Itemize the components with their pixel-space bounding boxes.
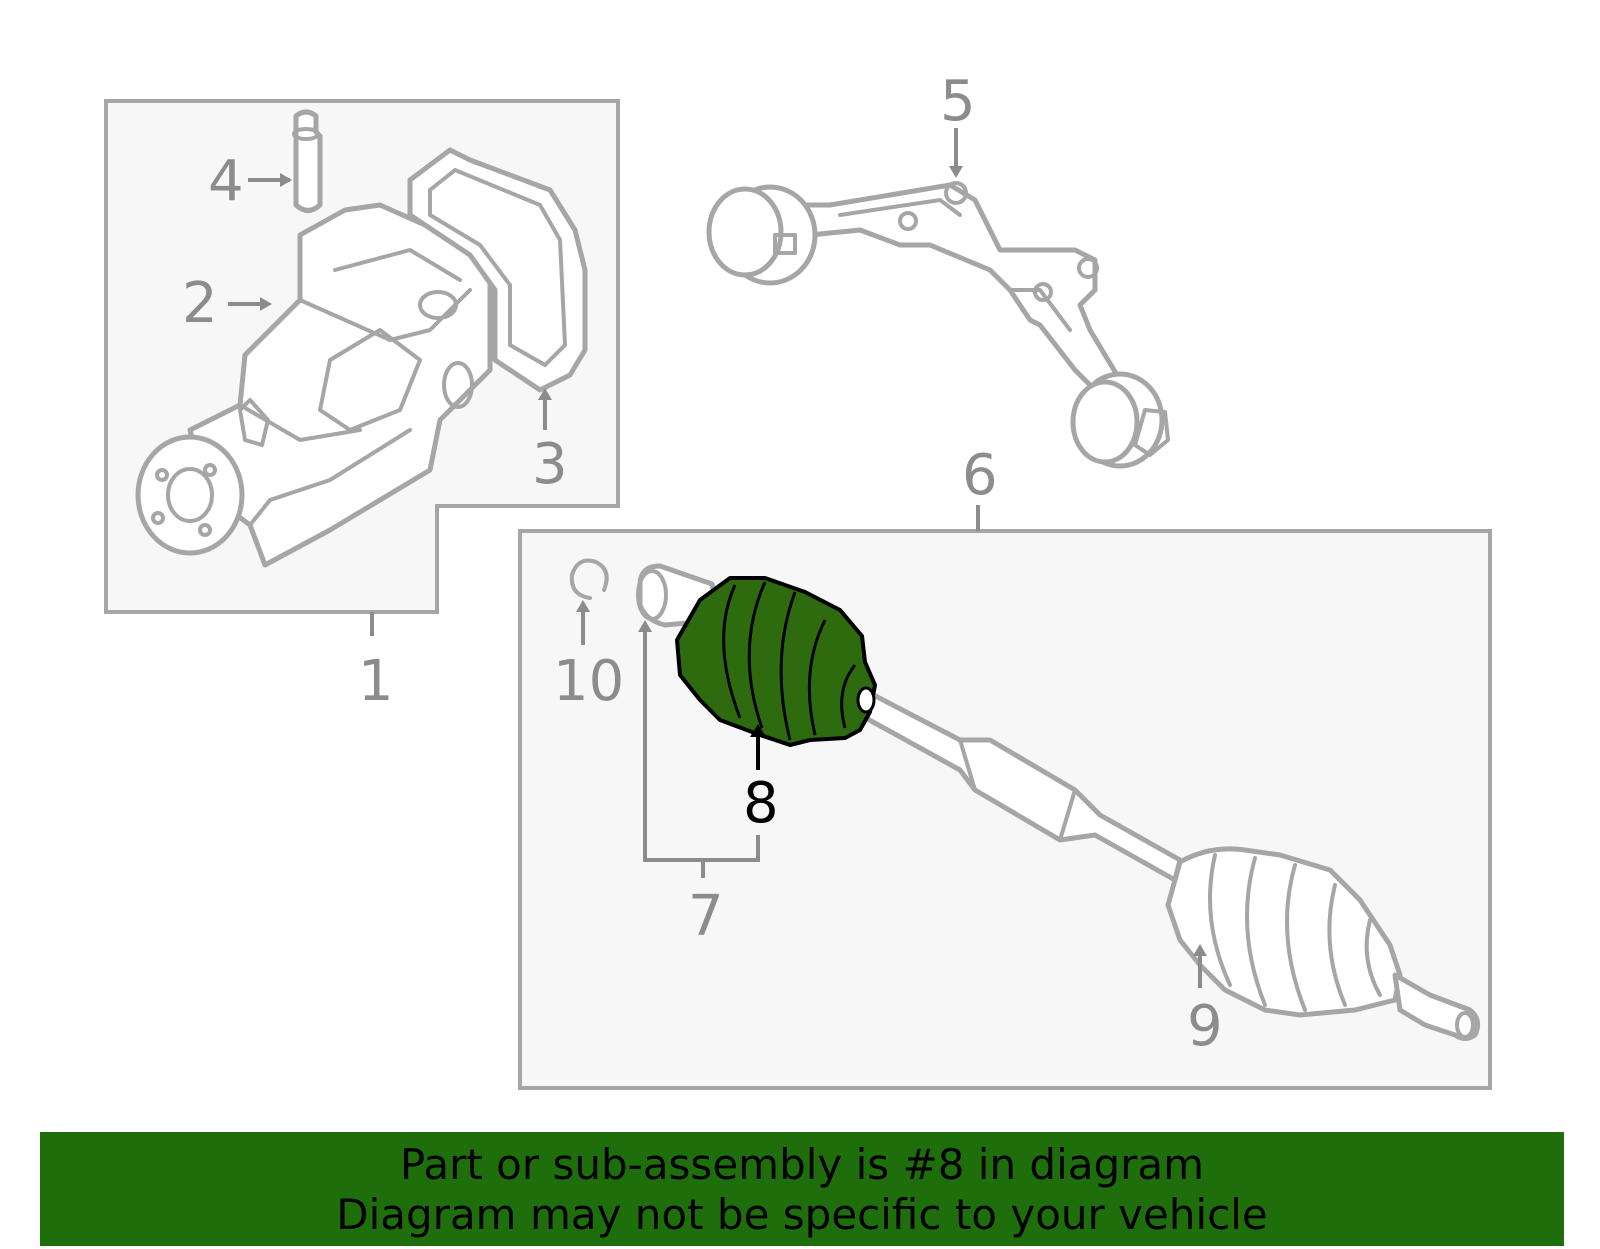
banner-line-1: Part or sub-assembly is #8 in diagram xyxy=(399,1140,1205,1189)
callout-5: 5 xyxy=(940,69,976,134)
callout-2: 2 xyxy=(182,271,218,336)
callout-10: 10 xyxy=(553,649,624,714)
callout-7: 7 xyxy=(688,884,724,949)
differential-housing xyxy=(135,202,493,568)
callout-8[interactable]: 8 xyxy=(743,771,779,836)
differential-mount xyxy=(706,181,1170,469)
snap-ring xyxy=(569,558,609,600)
banner-line-2: Diagram may not be specific to your vehi… xyxy=(336,1190,1268,1239)
callout-6: 6 xyxy=(962,443,998,508)
differential-cover xyxy=(407,147,588,393)
leader-lines xyxy=(228,128,1207,988)
info-banner: Part or sub-assembly is #8 in diagram Di… xyxy=(40,1132,1564,1246)
callout-labels: 1 2 3 4 5 6 7 8 9 10 xyxy=(182,69,1223,1059)
filler-plug xyxy=(292,109,323,213)
callout-4: 4 xyxy=(208,149,244,214)
callout-1: 1 xyxy=(358,649,394,714)
callout-3: 3 xyxy=(532,432,568,497)
inner-cv-boot-highlighted xyxy=(675,576,877,747)
callout-9: 9 xyxy=(1187,994,1223,1059)
